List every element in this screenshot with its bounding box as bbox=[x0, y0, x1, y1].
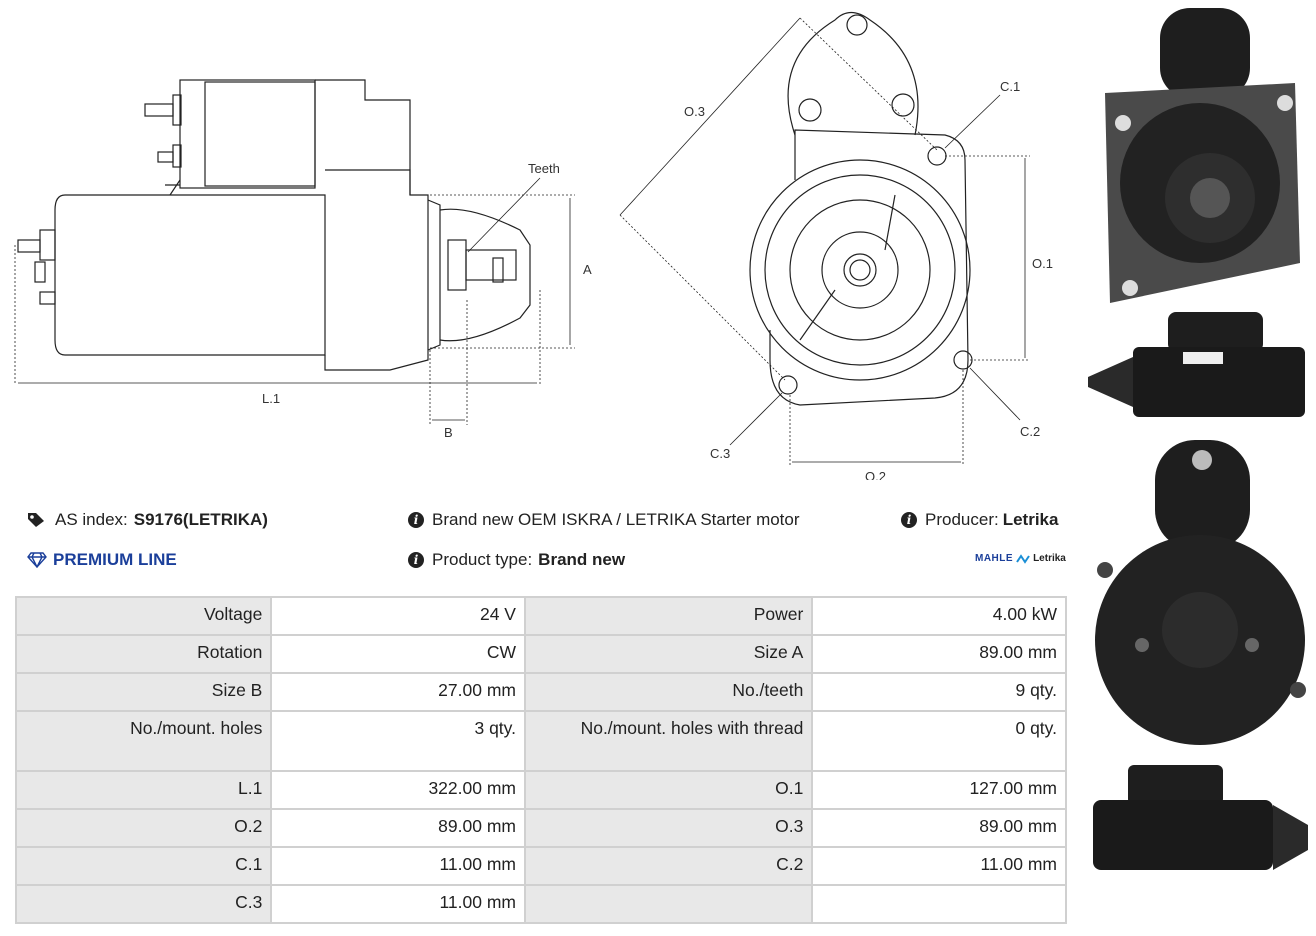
spec-label: C.1 bbox=[17, 848, 271, 884]
description-row: i Brand new OEM ISKRA / LETRIKA Starter … bbox=[408, 510, 800, 530]
producer-label: Producer: bbox=[925, 510, 999, 529]
spec-label: Rotation bbox=[17, 636, 271, 672]
dim-c3-label: C.3 bbox=[710, 446, 730, 461]
product-type-row: i Product type: Brand new bbox=[408, 550, 625, 570]
spec-label: Power bbox=[525, 598, 812, 634]
spec-value: 11.00 mm bbox=[272, 886, 524, 922]
dim-c1-label: C.1 bbox=[1000, 79, 1020, 94]
spec-label: O.3 bbox=[525, 810, 812, 846]
teeth-label: Teeth bbox=[528, 161, 560, 176]
specs-table: Voltage 24 V Power 4.00 kW Rotation CW S… bbox=[15, 596, 1067, 924]
spec-label: O.1 bbox=[525, 772, 812, 808]
spec-label: Size B bbox=[17, 674, 271, 710]
dim-o3-label: O.3 bbox=[684, 104, 705, 119]
table-row: Rotation CW Size A 89.00 mm bbox=[17, 636, 1065, 672]
spec-value: 11.00 mm bbox=[272, 848, 524, 884]
table-row: L.1 322.00 mm O.1 127.00 mm bbox=[17, 772, 1065, 808]
description-text: Brand new OEM ISKRA / LETRIKA Starter mo… bbox=[432, 510, 800, 529]
product-photo-front bbox=[1105, 8, 1300, 303]
table-row: Size B 27.00 mm No./teeth 9 qty. bbox=[17, 674, 1065, 710]
dim-b-label: B bbox=[444, 425, 453, 440]
spec-label: No./mount. holes with thread bbox=[525, 712, 812, 770]
as-index-label: AS index: bbox=[55, 510, 128, 529]
dim-o1-label: O.1 bbox=[1032, 256, 1053, 271]
brand-logo: MAHLE Letrika bbox=[975, 553, 1066, 564]
as-index-row: AS index: S9176(LETRIKA) bbox=[27, 510, 268, 530]
spec-label: O.2 bbox=[17, 810, 271, 846]
spec-value: 89.00 mm bbox=[813, 636, 1065, 672]
spec-value: 11.00 mm bbox=[813, 848, 1065, 884]
as-index-value: S9176(LETRIKA) bbox=[133, 510, 268, 529]
table-row: C.3 11.00 mm bbox=[17, 886, 1065, 922]
table-row: O.2 89.00 mm O.3 89.00 mm bbox=[17, 810, 1065, 846]
wave-icon bbox=[1016, 553, 1030, 564]
info-icon: i bbox=[901, 512, 917, 528]
dim-a-label: A bbox=[583, 262, 592, 277]
product-type-value: Brand new bbox=[538, 550, 626, 569]
spec-label: No./teeth bbox=[525, 674, 812, 710]
spec-label: C.2 bbox=[525, 848, 812, 884]
technical-drawing: A L.1 B Teeth O.1 O.2 O.3 bbox=[14, 11, 1053, 480]
info-icon: i bbox=[408, 512, 424, 528]
table-row: Voltage 24 V Power 4.00 kW bbox=[17, 598, 1065, 634]
dim-o2-label: O.2 bbox=[865, 469, 886, 480]
diamond-icon bbox=[27, 552, 47, 568]
spec-value: 89.00 mm bbox=[272, 810, 524, 846]
premium-line-label: PREMIUM LINE bbox=[53, 550, 177, 569]
spec-value: 24 V bbox=[272, 598, 524, 634]
info-icon: i bbox=[408, 552, 424, 568]
producer-value: Letrika bbox=[1002, 510, 1059, 529]
spec-label: No./mount. holes bbox=[17, 712, 271, 770]
spec-value bbox=[813, 886, 1065, 922]
dim-c2-label: C.2 bbox=[1020, 424, 1040, 439]
spec-label: Size A bbox=[525, 636, 812, 672]
spec-label: C.3 bbox=[17, 886, 271, 922]
table-row: No./mount. holes 3 qty. No./mount. holes… bbox=[17, 712, 1065, 770]
spec-value: CW bbox=[272, 636, 524, 672]
product-photo-side-1 bbox=[1088, 312, 1305, 417]
product-photo-rear bbox=[1095, 440, 1306, 745]
spec-value: 0 qty. bbox=[813, 712, 1065, 770]
spec-value: 9 qty. bbox=[813, 674, 1065, 710]
mahle-logo-text: MAHLE bbox=[975, 553, 1014, 564]
spec-value: 89.00 mm bbox=[813, 810, 1065, 846]
spec-label: L.1 bbox=[17, 772, 271, 808]
tags-icon bbox=[28, 513, 44, 527]
dim-l1-label: L.1 bbox=[262, 391, 280, 406]
spec-value: 322.00 mm bbox=[272, 772, 524, 808]
spec-value: 3 qty. bbox=[272, 712, 524, 770]
spec-value: 127.00 mm bbox=[813, 772, 1065, 808]
table-row: C.1 11.00 mm C.2 11.00 mm bbox=[17, 848, 1065, 884]
producer-row: i Producer: Letrika bbox=[901, 510, 1058, 530]
spec-label: Voltage bbox=[17, 598, 271, 634]
spec-value: 4.00 kW bbox=[813, 598, 1065, 634]
product-photo-side-2 bbox=[1093, 765, 1308, 870]
spec-value: 27.00 mm bbox=[272, 674, 524, 710]
premium-line-badge: PREMIUM LINE bbox=[27, 550, 177, 570]
product-type-label: Product type: bbox=[432, 550, 533, 569]
spec-label bbox=[525, 886, 812, 922]
letrika-logo-text: Letrika bbox=[1033, 553, 1066, 564]
